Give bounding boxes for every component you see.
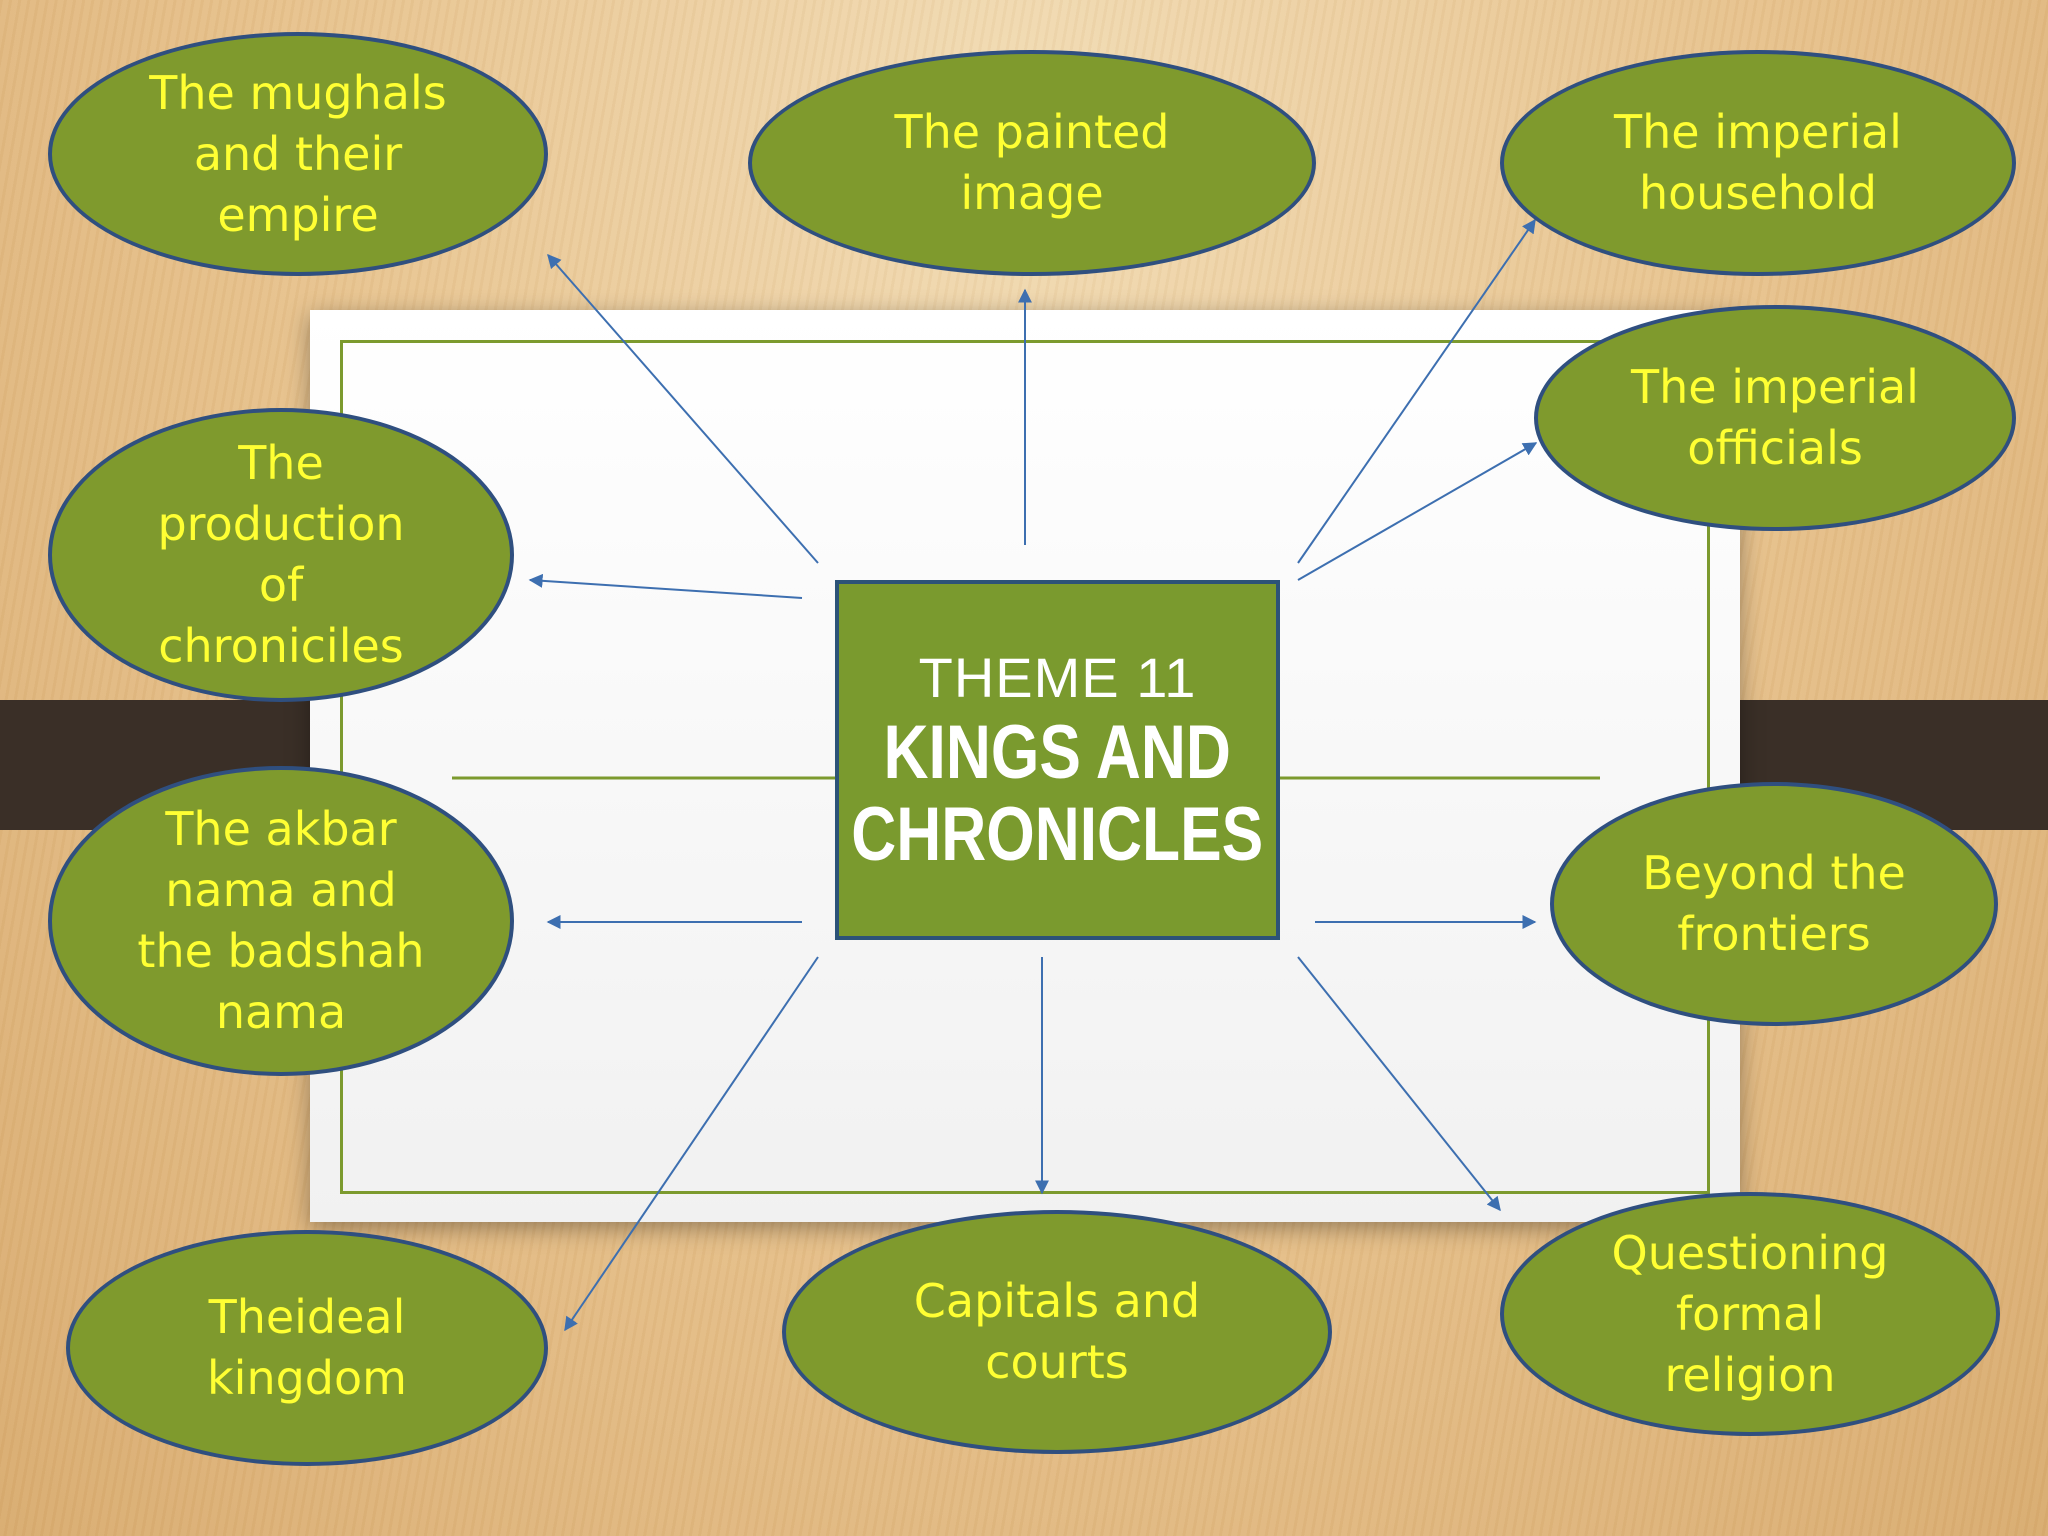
node-label: Beyond the frontiers xyxy=(1642,846,1906,961)
arrow-household xyxy=(1297,218,1536,564)
node-beyond-frontiers: Beyond the frontiers xyxy=(1550,782,1998,1026)
theme-title: KINGS AND CHRONICLES xyxy=(851,709,1264,877)
node-questioning-religion: Questioning formal religion xyxy=(1500,1192,2000,1436)
node-label: Capitals and courts xyxy=(913,1274,1201,1389)
arrow-religion xyxy=(1297,956,1501,1212)
theme-label: THEME 11 xyxy=(918,645,1197,709)
node-painted-image: The painted image xyxy=(748,50,1316,276)
node-mughals: The mughals and their empire xyxy=(48,32,548,276)
node-label: Questioning formal religion xyxy=(1611,1225,1889,1402)
node-capitals-and-courts: Capitals and courts xyxy=(782,1210,1332,1454)
node-label: The imperial household xyxy=(1614,105,1902,220)
arrow-ideal xyxy=(564,956,819,1332)
node-label: The painted image xyxy=(894,105,1170,220)
node-imperial-officials: The imperial officials xyxy=(1534,305,2016,531)
node-label: The mughals and their empire xyxy=(149,65,447,242)
node-label: The imperial officials xyxy=(1631,360,1919,475)
theme-title-line-2: CHRONICLES xyxy=(851,791,1264,877)
node-label: Theideal kingdom xyxy=(207,1290,407,1405)
arrow-mughals xyxy=(547,253,819,564)
node-label: The akbar nama and the badshah nama xyxy=(137,802,425,1039)
theme-box: THEME 11 KINGS AND CHRONICLES xyxy=(835,580,1280,940)
arrow-production xyxy=(528,573,803,599)
node-imperial-household: The imperial household xyxy=(1500,50,2016,276)
node-production-of-chronicles: The production of chroniciles xyxy=(48,408,514,702)
node-label: The production of chroniciles xyxy=(157,436,405,673)
theme-title-line-1: KINGS AND xyxy=(883,709,1232,795)
node-akbar-nama: The akbar nama and the badshah nama xyxy=(48,766,514,1076)
arrow-officials xyxy=(1297,442,1538,581)
node-ideal-kingdom: Theideal kingdom xyxy=(66,1230,548,1466)
